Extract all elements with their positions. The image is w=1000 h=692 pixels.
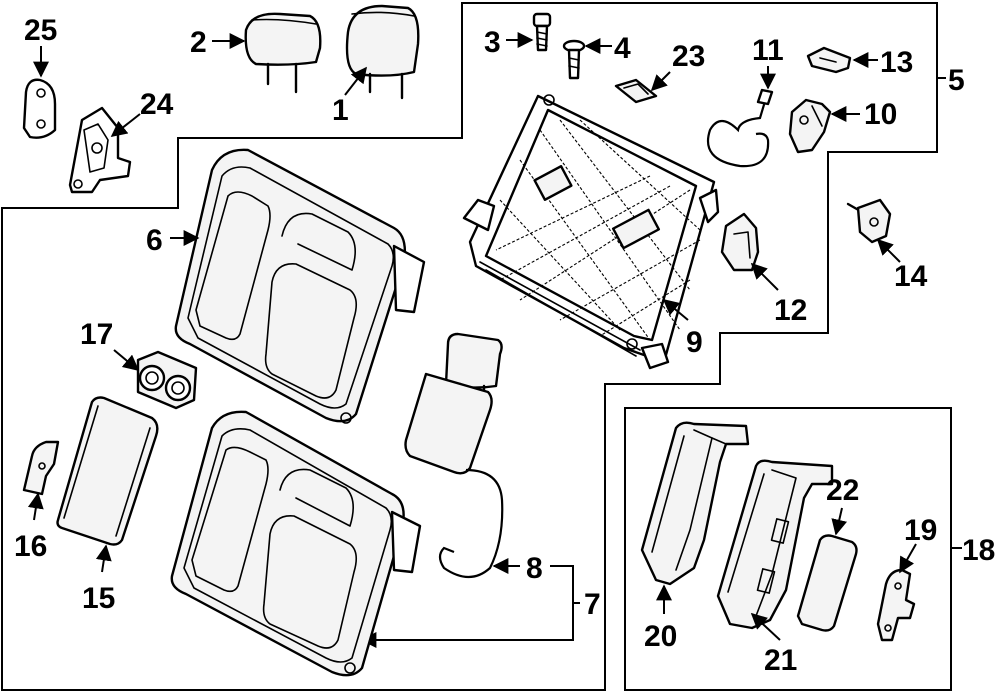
- part-6-seat-back-cushion: [174, 148, 426, 424]
- callout-12: 12: [774, 294, 807, 327]
- callout-5: 5: [948, 64, 965, 97]
- callout-4: 4: [614, 32, 631, 65]
- part-11-cable: [707, 88, 774, 168]
- callout-8: 8: [526, 552, 543, 585]
- part-8-center-headrest: [404, 332, 504, 579]
- callout-24: 24: [140, 88, 174, 121]
- part-15-armrest-cushion: [56, 396, 159, 546]
- callout-3: 3: [484, 26, 501, 59]
- callout-23: 23: [672, 40, 705, 73]
- callout-labels: 25 24 2 1 3 4 23 11 13 5 10 14 12 9 6 17…: [14, 14, 995, 677]
- part-9-seat-back-frame: [462, 94, 720, 370]
- callout-13: 13: [880, 46, 913, 79]
- part-24-hinge-bracket: [68, 106, 132, 194]
- part-16-bracket: [22, 440, 60, 496]
- callout-21: 21: [764, 644, 797, 677]
- part-12-latch-cover: [720, 212, 760, 272]
- callout-17: 17: [80, 318, 113, 351]
- part-21-armrest-frame: [716, 459, 834, 630]
- callout-1: 1: [332, 94, 349, 127]
- callout-2: 2: [190, 26, 207, 59]
- callout-9: 9: [686, 326, 703, 359]
- part-20-armrest-side: [640, 421, 750, 586]
- callout-20: 20: [644, 620, 677, 653]
- callout-16: 16: [14, 530, 47, 563]
- part-17-cup-holder: [136, 350, 198, 410]
- callout-25: 25: [24, 14, 57, 47]
- part-19-hinge: [876, 568, 916, 642]
- callout-18: 18: [962, 534, 995, 567]
- part-14-pin: [846, 198, 892, 244]
- part-2-headrest: [244, 12, 322, 94]
- callout-15: 15: [82, 582, 115, 615]
- callout-6: 6: [146, 224, 163, 257]
- part-23-clip: [614, 78, 658, 104]
- part-13-clip: [806, 46, 852, 74]
- callout-10: 10: [864, 98, 897, 131]
- part-10-latch: [788, 98, 832, 154]
- main-assembly-frame: [1, 2, 938, 691]
- part-4-bolt: [562, 39, 586, 80]
- part-3-bolt: [532, 12, 552, 52]
- callout-7: 7: [584, 588, 601, 621]
- leader-arrows: [27, 32, 917, 641]
- callout-19: 19: [904, 514, 937, 547]
- callout-14: 14: [894, 260, 928, 293]
- part-1-headrest: [345, 4, 420, 100]
- part-22-pad: [796, 534, 858, 632]
- callout-11: 11: [752, 34, 784, 67]
- callout-22: 22: [826, 474, 859, 507]
- part-7-seat-back-cushion: [170, 410, 422, 677]
- part-25-bracket: [22, 78, 57, 139]
